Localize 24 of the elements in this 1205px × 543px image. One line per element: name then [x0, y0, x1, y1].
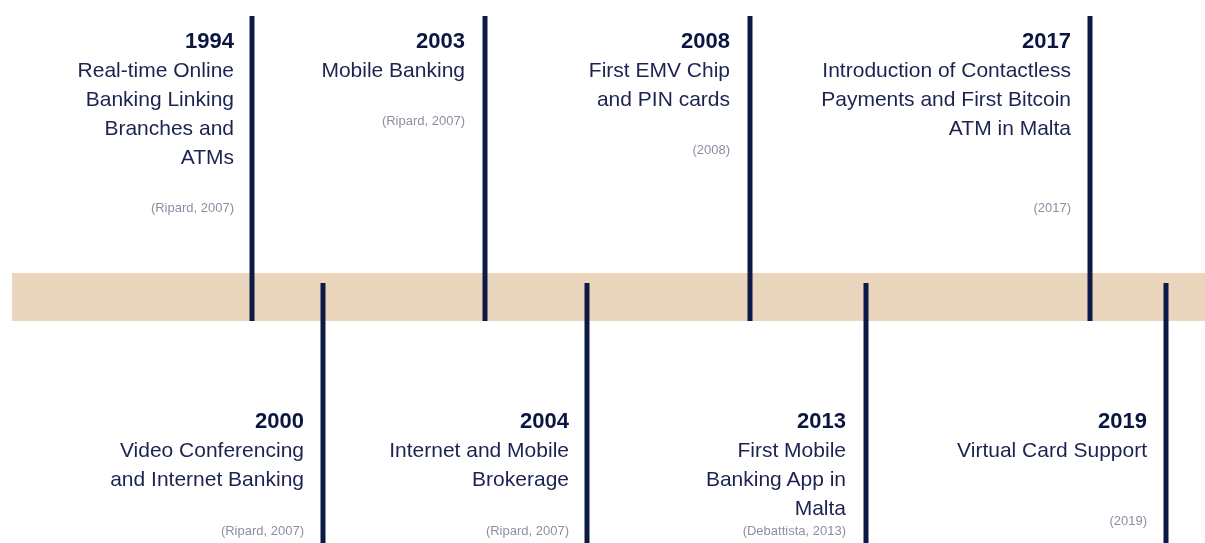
- year-label: 2013: [796, 407, 846, 435]
- year-label: 2008: [680, 27, 730, 55]
- year-label: 2017: [1021, 27, 1071, 55]
- event-title: Mobile Banking: [320, 57, 465, 83]
- citation: (Ripard, 2007): [220, 523, 304, 538]
- year-label: 2004: [519, 407, 569, 435]
- event-title: Introduction of Contactless Payments and First Bitcoin ATM in Malta: [820, 57, 1071, 141]
- year-label: 2019: [1097, 407, 1147, 435]
- year-label: 2000: [254, 407, 304, 435]
- citation: (Ripard, 2007): [485, 523, 569, 538]
- citation: (Ripard, 2007): [150, 200, 234, 215]
- event-title: First Mobile Banking App in Malta: [704, 437, 846, 521]
- event-title: Internet and Mobile Brokerage: [389, 437, 569, 492]
- citation: (Ripard, 2007): [381, 113, 465, 128]
- citation: (2017): [1033, 200, 1071, 215]
- citation: (2008): [692, 142, 730, 157]
- year-label: 2003: [415, 27, 465, 55]
- citation: (2019): [1109, 513, 1147, 528]
- year-label: 1994: [184, 27, 234, 55]
- event-title: Video Conferencing and Internet Banking: [109, 437, 304, 492]
- event-title: Real-time Online Banking Linking Branches and ATMs: [76, 57, 234, 170]
- citation: (Debattista, 2013): [742, 523, 846, 538]
- event-title: First EMV Chip and PIN cards: [587, 57, 730, 112]
- event-title: Virtual Card Support: [956, 437, 1147, 463]
